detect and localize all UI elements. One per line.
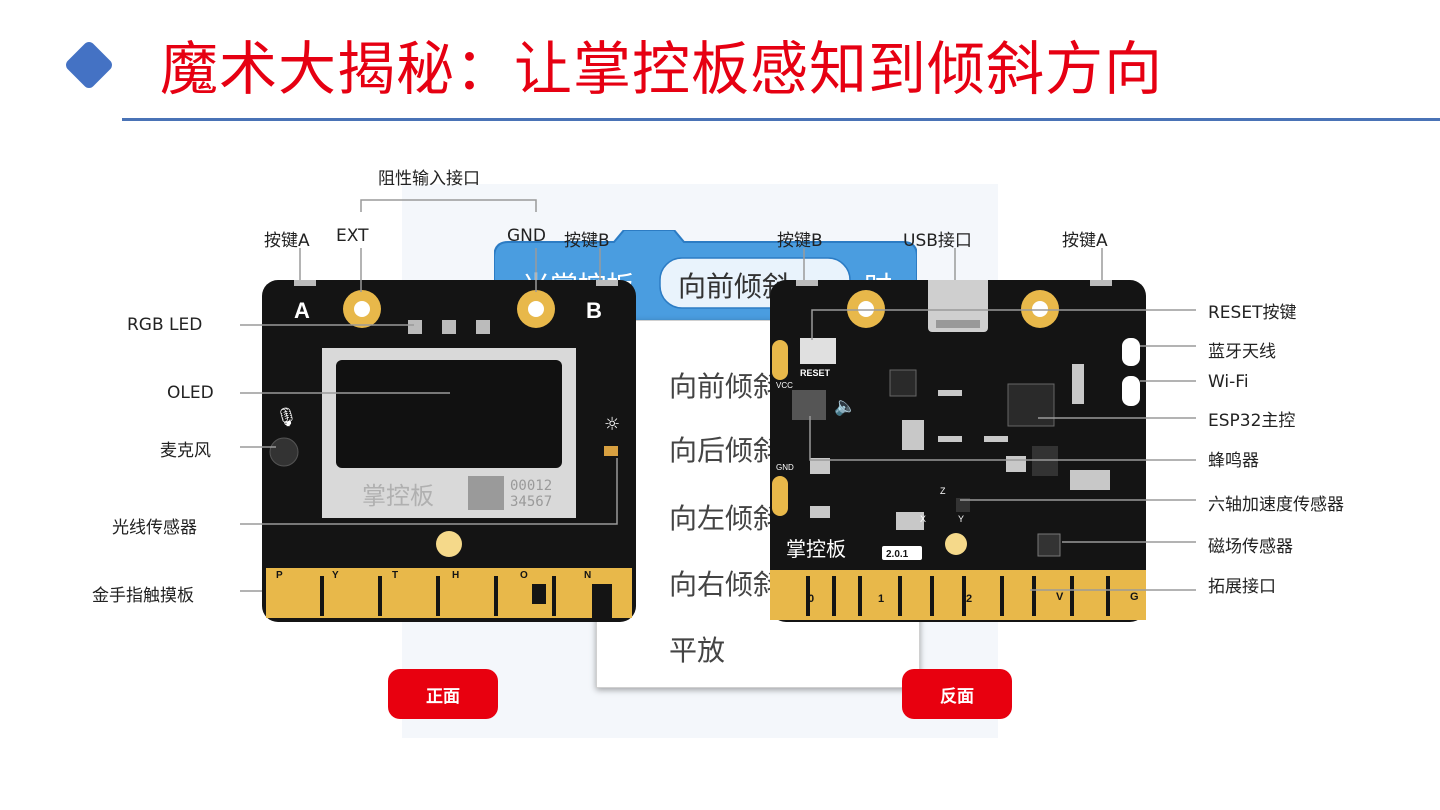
label-wifi: Wi-Fi bbox=[1208, 372, 1249, 392]
title-diamond-icon bbox=[66, 42, 112, 88]
label-esp32: ESP32主控 bbox=[1208, 411, 1296, 431]
label-reset: RESET按键 bbox=[1208, 303, 1297, 323]
svg-text:🔈: 🔈 bbox=[834, 396, 856, 417]
touch-letter-h: H bbox=[452, 570, 459, 581]
label-gnd: GND bbox=[507, 226, 546, 246]
label-ext: EXT bbox=[336, 226, 369, 246]
label-oled: OLED bbox=[167, 383, 214, 403]
touch-letter-n: N bbox=[584, 570, 591, 581]
svg-text:☼: ☼ bbox=[604, 414, 620, 435]
back-version-text: 2.0.1 bbox=[886, 549, 909, 560]
label-rgb-led: RGB LED bbox=[127, 315, 203, 335]
dropdown-option-backward[interactable]: 向后倾斜 bbox=[669, 434, 782, 467]
front-side-badge: 正面 bbox=[388, 669, 498, 719]
touch-letter-p: P bbox=[276, 570, 283, 581]
dropdown-option-forward[interactable]: 向前倾斜 bbox=[669, 370, 782, 403]
front-serial-top: 00012 bbox=[510, 478, 552, 494]
svg-text:🎙: 🎙 bbox=[275, 407, 298, 428]
label-buzzer: 蜂鸣器 bbox=[1208, 451, 1259, 471]
axis-z-text: Z bbox=[940, 486, 946, 496]
board-back-image: RESET 🔈 VCC GND 掌控板 2.0.1 Z X Y 0 1 2 V … bbox=[770, 280, 1146, 622]
pin-2-text: 2 bbox=[966, 593, 972, 605]
pin-v-text: V bbox=[1056, 591, 1064, 603]
touch-letter-y: Y bbox=[332, 570, 339, 581]
pin-g-text: G bbox=[1130, 591, 1139, 603]
dropdown-option-left[interactable]: 向左倾斜 bbox=[669, 502, 782, 535]
label-magnetometer: 磁场传感器 bbox=[1208, 537, 1293, 557]
label-front-button-b: 按键B bbox=[564, 231, 610, 251]
dropdown-option-flat[interactable]: 平放 bbox=[669, 634, 726, 667]
front-key-a-text: A bbox=[294, 298, 310, 323]
label-mic: 麦克风 bbox=[160, 441, 211, 461]
label-back-button-a: 按键A bbox=[1062, 231, 1108, 251]
label-usb: USB接口 bbox=[903, 231, 972, 251]
label-bluetooth: 蓝牙天线 bbox=[1208, 342, 1276, 362]
axis-x-text: X bbox=[920, 514, 926, 524]
back-reset-text: RESET bbox=[800, 368, 831, 378]
axis-y-text: Y bbox=[958, 514, 964, 524]
back-gnd-text: GND bbox=[776, 463, 794, 472]
label-accelerometer: 六轴加速度传感器 bbox=[1208, 495, 1344, 515]
board-front-image: A B 掌控板 00012 34567 🎙 ☼ P Y T H O N bbox=[262, 280, 636, 622]
touch-letter-o: O bbox=[520, 570, 528, 581]
label-light-sensor: 光线传感器 bbox=[112, 518, 197, 538]
label-resist-port: 阻性输入接口 bbox=[378, 169, 480, 189]
label-front-button-a: 按键A bbox=[264, 231, 310, 251]
front-key-b-text: B bbox=[586, 298, 602, 323]
touch-letter-t: T bbox=[392, 570, 398, 581]
back-logo-text: 掌控板 bbox=[786, 537, 846, 561]
front-logo-text: 掌控板 bbox=[362, 482, 434, 510]
label-expansion: 拓展接口 bbox=[1208, 577, 1276, 597]
title-divider bbox=[122, 118, 1440, 121]
dropdown-option-right[interactable]: 向右倾斜 bbox=[669, 568, 782, 601]
label-touch-pad: 金手指触摸板 bbox=[92, 586, 194, 606]
pin-1-text: 1 bbox=[878, 593, 884, 605]
label-back-button-b: 按键B bbox=[777, 231, 823, 251]
pin-0-text: 0 bbox=[808, 593, 814, 605]
back-side-badge: 反面 bbox=[902, 669, 1012, 719]
front-serial-bottom: 34567 bbox=[510, 494, 552, 510]
back-vcc-text: VCC bbox=[776, 381, 793, 390]
page-title: 魔术大揭秘：让掌控板感知到倾斜方向 bbox=[160, 35, 1164, 103]
